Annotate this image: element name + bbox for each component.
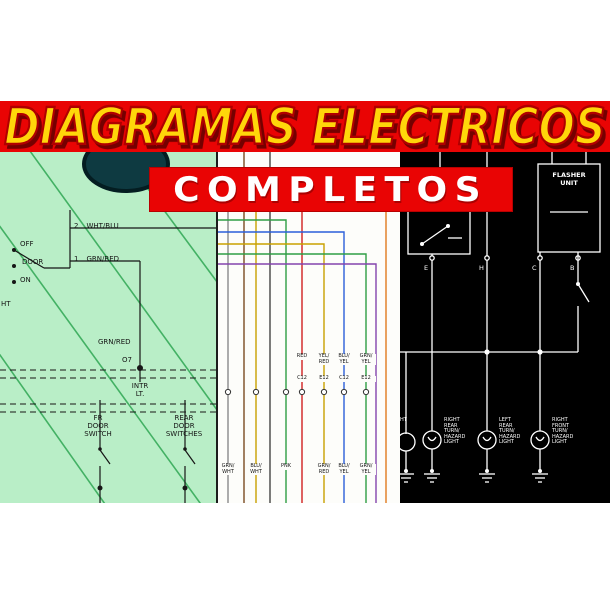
white-junction-dots bbox=[404, 224, 580, 473]
boundary-dashed-lines bbox=[0, 369, 216, 413]
wire-pin2-label: 2 WHT/BLU bbox=[74, 214, 119, 230]
hazard-switch-box bbox=[407, 207, 471, 255]
junction-dots bbox=[12, 248, 188, 491]
pin-label-h: H bbox=[479, 264, 484, 272]
pin-label-e: E bbox=[424, 264, 429, 272]
wire-label-blu-yel: BLU/ YEL bbox=[334, 353, 354, 365]
cut-lamp-symbol bbox=[400, 432, 416, 452]
flasher-unit-label: FLASHER UNIT bbox=[552, 171, 586, 187]
flasher-unit-box bbox=[537, 163, 601, 253]
wire-label-red: RED bbox=[292, 353, 312, 360]
connector-code-2: E12 bbox=[314, 375, 334, 382]
bottom-wire-label-4: GRN/ RED bbox=[314, 463, 334, 475]
wire-label-yel-red: YEL/ RED bbox=[314, 353, 334, 365]
pin1-color-code: GRN/RED bbox=[86, 255, 120, 263]
poster-title: DIAGRAMAS ELECTRICOS bbox=[3, 96, 607, 157]
front-door-switch-label: FR DOOR SWITCH bbox=[84, 414, 112, 438]
bottom-wire-label-6: GRN/ YEL bbox=[356, 463, 376, 475]
connector-code-4: E12 bbox=[356, 375, 376, 382]
switch-position-off: OFF bbox=[20, 240, 34, 248]
right-front-lamp-label: RIGHT FRONT TURN/ HAZARD LIGHT bbox=[552, 417, 574, 445]
poster-subtitle: COMPLETOS bbox=[173, 169, 489, 210]
bottom-wire-label-3: PNK bbox=[276, 463, 296, 470]
wire-lines bbox=[13, 210, 216, 503]
pin2-number: 2 bbox=[74, 222, 79, 230]
pin-label-c: C bbox=[532, 264, 537, 272]
title-banner: DIAGRAMAS ELECTRICOS bbox=[0, 96, 610, 157]
pin1-number: 1 bbox=[74, 255, 79, 263]
switch-position-door: DOOR bbox=[22, 258, 44, 266]
cut-lamp-label: HT bbox=[400, 417, 407, 423]
interior-light-label: INTR LT. bbox=[131, 382, 149, 398]
subtitle-banner: COMPLETOS bbox=[150, 168, 512, 211]
wire-color-label: GRN/RED bbox=[98, 338, 131, 346]
left-rear-lamp-label: LEFT REAR TURN/ HAZARD LIGHT bbox=[499, 417, 521, 445]
cut-off-label: HT bbox=[1, 300, 11, 308]
green-diagram-art bbox=[0, 152, 216, 503]
wire-pin1-label: 1 GRN/RED bbox=[74, 247, 119, 263]
connector-id-label: O7 bbox=[122, 356, 132, 364]
rear-door-switches-label: REAR DOOR SWITCHES bbox=[165, 414, 203, 438]
bottom-wire-label-5: BLU/ YEL bbox=[334, 463, 354, 475]
pin-label-b: B bbox=[570, 264, 575, 272]
wire-label-grn-yel: GRN/ YEL bbox=[356, 353, 376, 365]
connector-code-1: C12 bbox=[292, 375, 312, 382]
pin2-color-code: WHT/BLU bbox=[86, 222, 119, 230]
switch-position-on: ON bbox=[20, 276, 31, 284]
inline-connector-circles bbox=[224, 388, 370, 396]
bottom-wire-label-2: BLU/ WHT bbox=[246, 463, 266, 475]
bottom-wire-label-1: GRN/ WHT bbox=[218, 463, 238, 475]
connector-code-3: C12 bbox=[334, 375, 354, 382]
photo-dark-spot bbox=[82, 152, 170, 193]
right-rear-lamp-label: RIGHT REAR TURN/ HAZARD LIGHT bbox=[444, 417, 466, 445]
